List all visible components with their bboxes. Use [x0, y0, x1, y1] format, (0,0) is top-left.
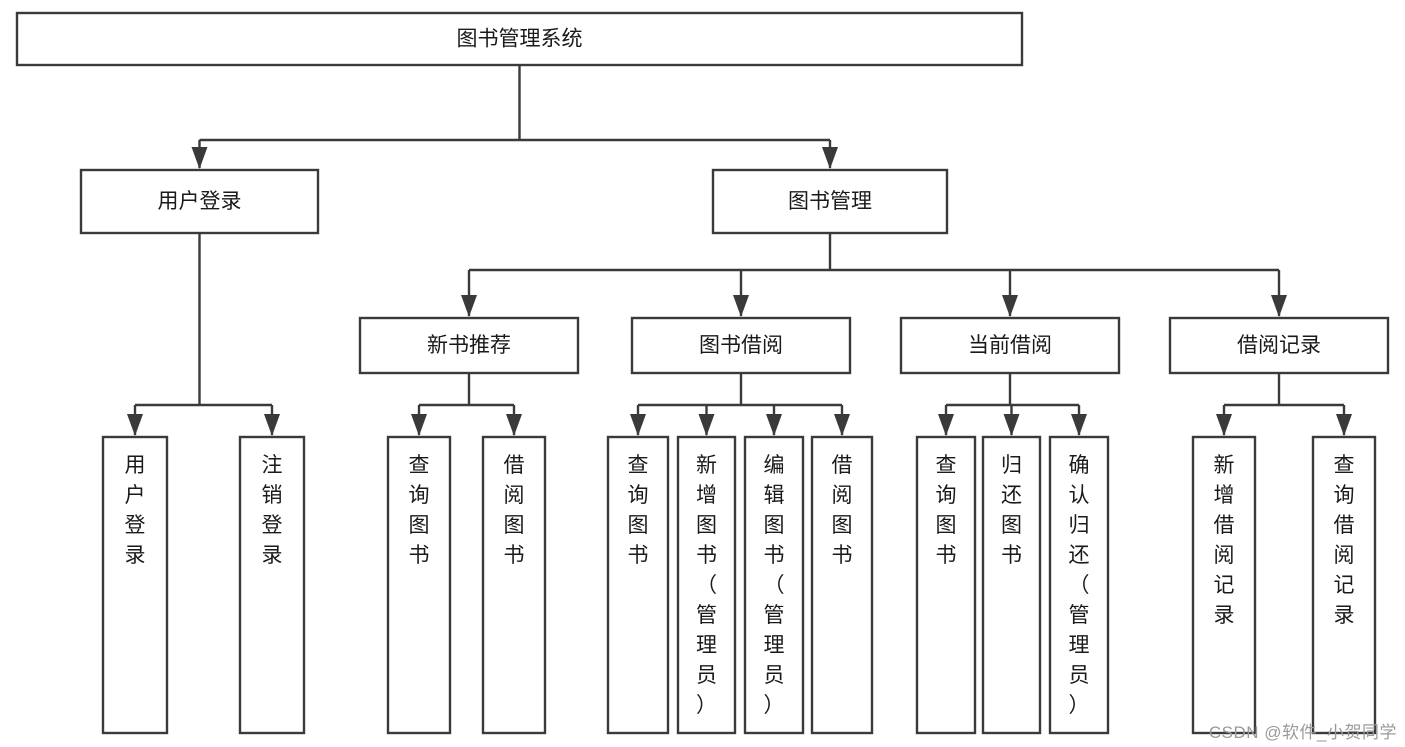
node-cur-confirm-return[interactable]: 确认归还（管理员）	[1048, 435, 1110, 735]
node-box-current-borrow[interactable]	[899, 316, 1121, 375]
node-label-cur-query-book: 查询图书	[936, 454, 957, 567]
arrow-down-icon	[733, 295, 749, 317]
node-label-book-manage: 图书管理	[788, 190, 872, 213]
arrow-down-icon	[506, 414, 522, 436]
node-label-undefined: 图书管理系统	[457, 28, 583, 51]
node-label-user-login: 用户登录	[158, 190, 242, 213]
connector-layer	[127, 65, 1352, 436]
node-rec-query-book[interactable]: 查询图书	[386, 435, 452, 735]
node-box-cur-return-book[interactable]	[981, 435, 1042, 735]
arrow-down-icon	[264, 414, 280, 436]
node-borrow-edit-book[interactable]: 编辑图书（管理员）	[743, 435, 805, 735]
node-user-logout[interactable]: 注销登录	[238, 435, 306, 735]
arrow-down-icon	[834, 414, 850, 436]
arrow-down-icon	[938, 414, 954, 436]
node-label-borrow-add-book: 新增图书（管理员）	[696, 454, 717, 717]
node-user-login[interactable]: 用户登录	[79, 168, 320, 235]
node-box-borrow-do-borrow[interactable]	[810, 435, 874, 735]
arrow-down-icon	[1003, 414, 1020, 436]
node-label-borrow-edit-book: 编辑图书（管理员）	[764, 454, 785, 717]
node-borrow-add-book[interactable]: 新增图书（管理员）	[676, 435, 737, 735]
node-box-rec-query-record[interactable]	[1311, 435, 1377, 735]
node-box-borrow-record[interactable]	[1168, 316, 1390, 375]
node-book-borrow[interactable]: 图书借阅	[630, 316, 852, 375]
node-box-borrow-edit-book[interactable]	[743, 435, 805, 735]
arrow-down-icon	[766, 414, 782, 436]
arrow-down-icon	[822, 147, 838, 169]
node-undefined[interactable]: 图书管理系统	[15, 11, 1024, 67]
node-box-user-login-do[interactable]	[101, 435, 169, 735]
node-label-user-login-do: 用户登录	[125, 454, 146, 567]
node-label-borrow-query-book: 查询图书	[628, 454, 649, 567]
arrow-down-icon	[1071, 414, 1087, 436]
node-box-rec-add-record[interactable]	[1191, 435, 1257, 735]
arrow-down-icon	[411, 414, 427, 436]
node-box-book-manage[interactable]	[711, 168, 949, 235]
node-box-rec-borrow-book[interactable]	[481, 435, 547, 735]
node-label-rec-query-record: 查询借阅记录	[1334, 454, 1355, 627]
node-box-undefined[interactable]	[15, 11, 1024, 67]
node-layer: 图书管理系统用户登录图书管理用户登录注销登录新书推荐查询图书借阅图书图书借阅查询…	[15, 11, 1390, 735]
node-box-cur-confirm-return[interactable]	[1048, 435, 1110, 735]
arrow-down-icon	[127, 414, 143, 436]
node-label-new-book-rec: 新书推荐	[427, 334, 511, 357]
node-label-current-borrow: 当前借阅	[968, 334, 1052, 357]
node-label-rec-query-book: 查询图书	[409, 454, 430, 567]
node-label-book-borrow: 图书借阅	[699, 334, 783, 357]
node-box-user-logout[interactable]	[238, 435, 306, 735]
node-current-borrow[interactable]: 当前借阅	[899, 316, 1121, 375]
node-cur-return-book[interactable]: 归还图书	[981, 435, 1042, 735]
node-new-book-rec[interactable]: 新书推荐	[358, 316, 580, 375]
arrow-down-icon	[698, 414, 715, 436]
node-label-borrow-do-borrow: 借阅图书	[832, 454, 853, 567]
arrow-down-icon	[1002, 295, 1018, 317]
node-box-borrow-add-book[interactable]	[676, 435, 737, 735]
node-label-rec-add-record: 新增借阅记录	[1214, 454, 1235, 627]
node-box-book-borrow[interactable]	[630, 316, 852, 375]
node-box-user-login[interactable]	[79, 168, 320, 235]
node-rec-add-record[interactable]: 新增借阅记录	[1191, 435, 1257, 735]
node-box-new-book-rec[interactable]	[358, 316, 580, 375]
node-borrow-query-book[interactable]: 查询图书	[606, 435, 670, 735]
node-label-cur-return-book: 归还图书	[1001, 454, 1022, 567]
arrow-down-icon	[1271, 295, 1287, 317]
arrow-down-icon	[1216, 414, 1232, 436]
node-box-cur-query-book[interactable]	[915, 435, 977, 735]
arrow-down-icon	[630, 414, 646, 436]
arrow-down-icon	[461, 295, 477, 317]
node-box-rec-query-book[interactable]	[386, 435, 452, 735]
node-label-rec-borrow-book: 借阅图书	[504, 454, 525, 567]
node-user-login-do[interactable]: 用户登录	[101, 435, 169, 735]
node-label-cur-confirm-return: 确认归还（管理员）	[1069, 454, 1090, 717]
node-borrow-do-borrow[interactable]: 借阅图书	[810, 435, 874, 735]
node-label-user-logout: 注销登录	[262, 454, 283, 567]
arrow-down-icon	[191, 147, 208, 169]
node-borrow-record[interactable]: 借阅记录	[1168, 316, 1390, 375]
node-book-manage[interactable]: 图书管理	[711, 168, 949, 235]
node-rec-query-record[interactable]: 查询借阅记录	[1311, 435, 1377, 735]
node-rec-borrow-book[interactable]: 借阅图书	[481, 435, 547, 735]
node-cur-query-book[interactable]: 查询图书	[915, 435, 977, 735]
node-box-borrow-query-book[interactable]	[606, 435, 670, 735]
arrow-down-icon	[1336, 414, 1352, 436]
node-label-borrow-record: 借阅记录	[1237, 334, 1321, 357]
